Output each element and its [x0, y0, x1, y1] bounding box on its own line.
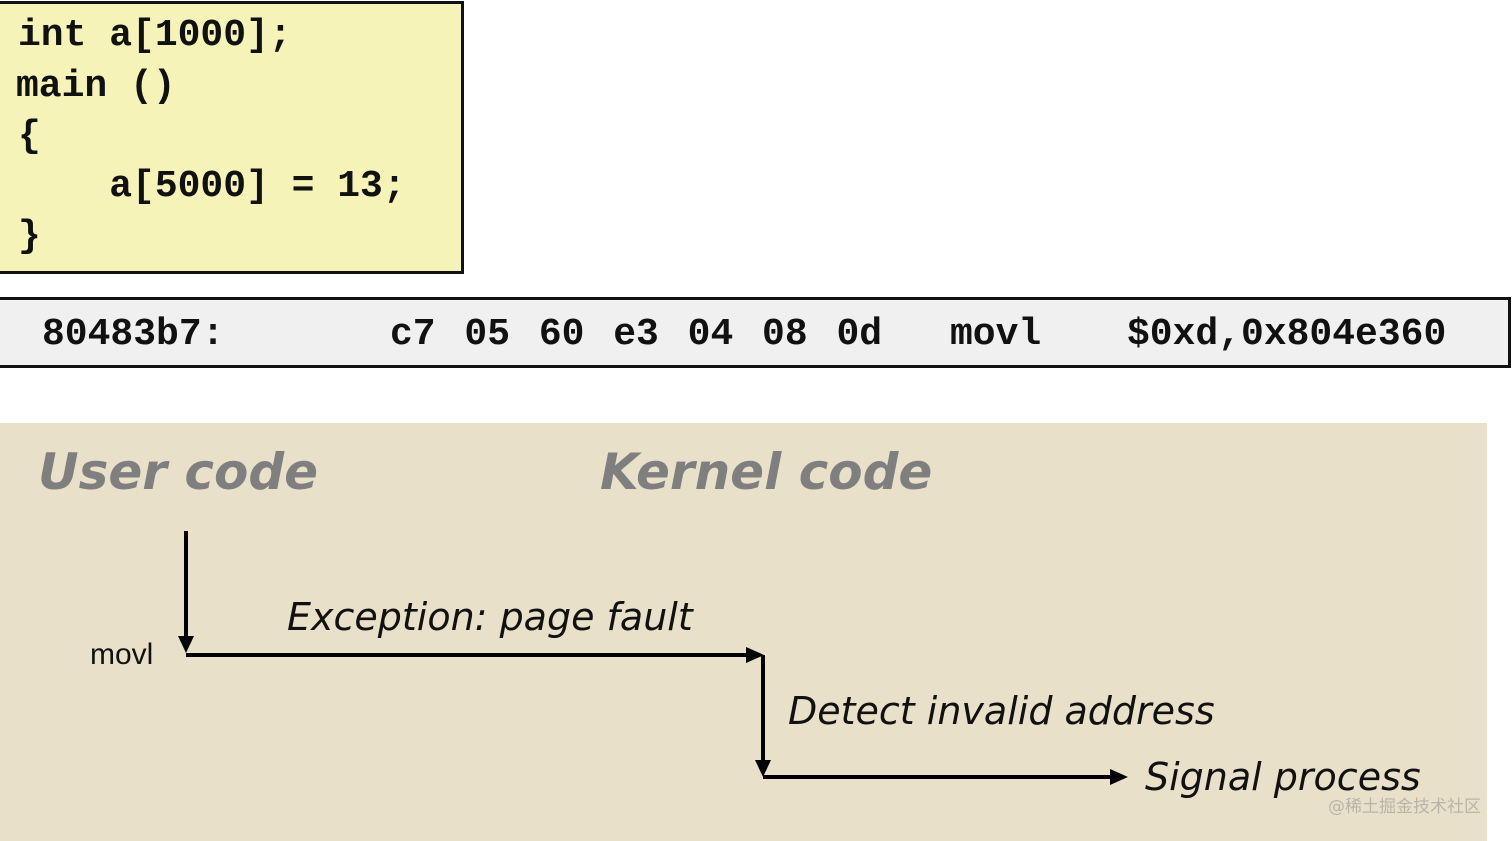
kernel-down-arrowhead [755, 760, 771, 777]
code-line-3: { [18, 115, 41, 158]
exception-label: Exception: page fault [287, 595, 693, 639]
code-line-5: } [18, 215, 41, 258]
code-line-2: main () [16, 65, 176, 108]
code-line-1: int a[1000]; [18, 14, 292, 57]
signal-label: Signal process [1145, 755, 1421, 799]
watermark: @稀土掘金技术社区 [1328, 797, 1481, 817]
kernel-code-heading: Kernel code [600, 443, 933, 501]
asm-operands: $0xd,0x804e360 [1127, 313, 1447, 356]
asm-bytes: c7 05 60 e3 04 08 0d [390, 313, 883, 356]
control-flow-diagram [0, 423, 1487, 841]
user-down-arrowhead [178, 636, 194, 653]
asm-address: 80483b7: [42, 313, 225, 356]
detect-label: Detect invalid address [788, 689, 1215, 733]
user-code-heading: User code [38, 443, 319, 501]
code-line-4: a[5000] = 13; [18, 165, 406, 208]
signal-arrowhead [1110, 769, 1128, 785]
assembly-bar [0, 297, 1511, 368]
exception-arrowhead [746, 647, 764, 663]
asm-mnemonic: movl [950, 313, 1042, 356]
c-code-box [0, 1, 464, 274]
movl-label: movl [90, 638, 154, 671]
